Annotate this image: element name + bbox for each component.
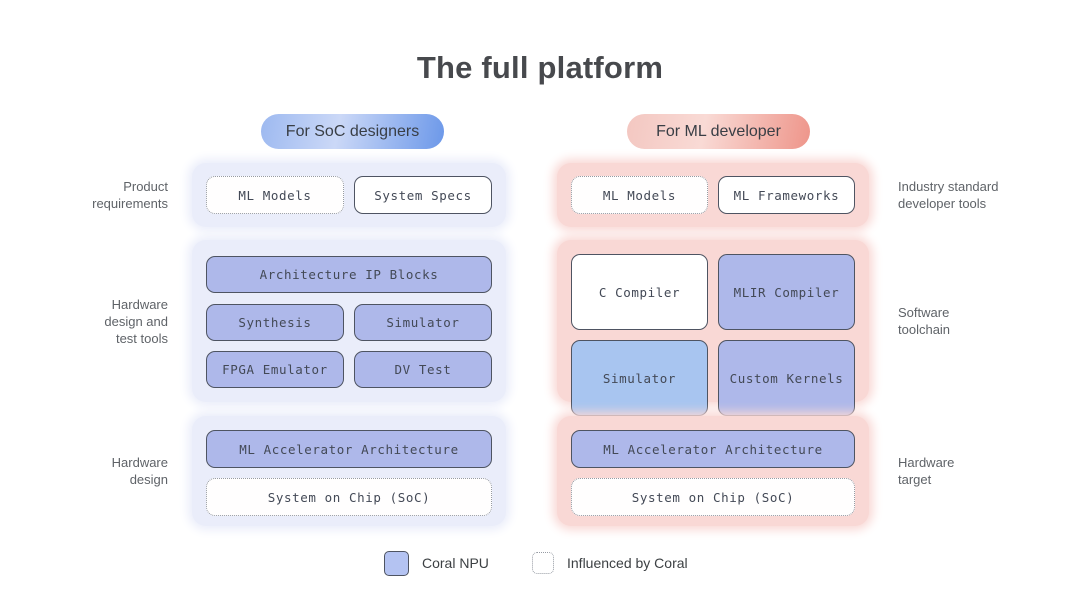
box-architecture-ip-blocks: Architecture IP Blocks xyxy=(206,256,492,293)
label-software-toolchain: Software toolchain xyxy=(898,305,951,337)
box-soc-simulator: Simulator xyxy=(354,303,492,341)
influenced-by-coral-swatch-icon xyxy=(532,552,554,574)
box-ml-ml-models: ML Models xyxy=(571,176,708,214)
box-fpga-emulator: FPGA Emulator xyxy=(206,351,344,389)
section-soc-hardware-design-test-tools: Architecture IP Blocks Synthesis Simulat… xyxy=(192,240,506,402)
section-soc-hardware-design: ML Accelerator Architecture System on Ch… xyxy=(192,416,506,526)
box-ml-simulator: Simulator xyxy=(571,340,708,416)
box-c-compiler: C Compiler xyxy=(571,254,708,330)
box-ml-system-on-chip: System on Chip (SoC) xyxy=(571,478,855,516)
box-custom-kernels: Custom Kernels xyxy=(718,340,855,416)
legend-coral-npu: Coral NPU xyxy=(384,550,489,576)
ml-developer-pill: For ML developer xyxy=(627,114,810,149)
legend-influenced-label: Influenced by Coral xyxy=(567,555,688,571)
box-dv-test: DV Test xyxy=(354,351,492,389)
label-product-requirements: Product requirements xyxy=(92,179,168,211)
label-hardware-target: Hardware target xyxy=(898,455,955,487)
section-soc-product-requirements: ML Models System Specs xyxy=(192,163,506,227)
box-ml-frameworks: ML Frameworks xyxy=(718,176,855,214)
box-synthesis: Synthesis xyxy=(206,303,344,341)
section-ml-hardware-target: ML Accelerator Architecture System on Ch… xyxy=(557,416,869,526)
box-soc-ml-accelerator-architecture: ML Accelerator Architecture xyxy=(206,430,492,468)
page-title: The full platform xyxy=(416,50,664,85)
box-soc-ml-models: ML Models xyxy=(206,176,344,214)
section-ml-software-toolchain: C Compiler MLIR Compiler Simulator Custo… xyxy=(557,240,869,416)
legend-coral-npu-label: Coral NPU xyxy=(422,555,489,571)
coral-npu-swatch-icon xyxy=(384,550,409,576)
section-ml-developer-tools: ML Models ML Frameworks xyxy=(557,163,869,227)
box-soc-system-specs: System Specs xyxy=(354,176,492,214)
soc-designers-pill: For SoC designers xyxy=(261,114,444,149)
label-hardware-design-test-tools: Hardware design and test tools xyxy=(104,296,168,346)
label-hardware-design: Hardware design xyxy=(111,455,168,487)
legend-influenced-by-coral: Influenced by Coral xyxy=(532,550,688,576)
box-soc-system-on-chip: System on Chip (SoC) xyxy=(206,478,492,516)
box-ml-ml-accelerator-architecture: ML Accelerator Architecture xyxy=(571,430,855,468)
box-mlir-compiler: MLIR Compiler xyxy=(718,254,855,330)
label-industry-standard-developer-tools: Industry standard developer tools xyxy=(898,179,999,211)
